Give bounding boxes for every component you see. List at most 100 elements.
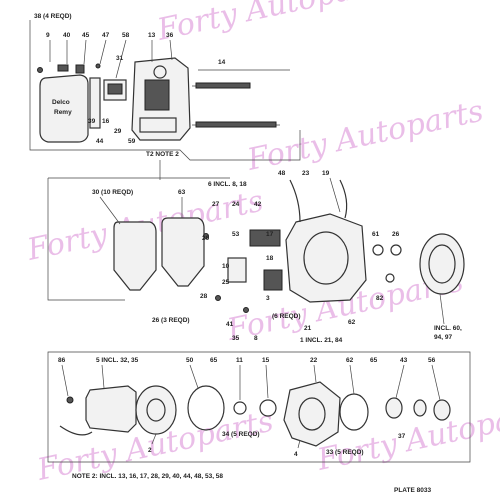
- regulator-terminal-part: [107, 83, 123, 95]
- watermark-text-1: Forty Autoparts: [153, 0, 396, 48]
- label-1-incl: 1 INCL. 21, 84: [300, 337, 343, 344]
- spacer-part: [89, 77, 101, 129]
- label-22: 22: [310, 357, 318, 364]
- slip-ring-end-frame-part: [283, 381, 341, 447]
- label-23: 23: [302, 170, 310, 177]
- delco-text: Delco: [52, 99, 70, 106]
- pulley-nut-part: [433, 399, 451, 421]
- label-15: 15: [262, 357, 270, 364]
- label-3: 3: [266, 295, 270, 302]
- top-labels: 38 (4 REQD) 9 40 45 47 58 13 36 14 31 39…: [34, 13, 226, 158]
- bearing-race-part: [259, 399, 277, 417]
- screw-c-part: [215, 295, 221, 301]
- through-bolt-lower-part: [195, 121, 277, 128]
- washer-c-part: [385, 273, 395, 283]
- bridge-part: [139, 117, 177, 133]
- label-19: 19: [322, 170, 330, 177]
- label-10: 10: [222, 263, 230, 270]
- stator-ring-inner-part: [428, 244, 456, 284]
- top-assembly: Delco Remy: [29, 20, 301, 180]
- label-42: 42: [254, 201, 262, 208]
- brush-plate-left-part: [113, 221, 157, 291]
- frame-bore-part: [303, 231, 349, 285]
- label-50: 50: [186, 357, 194, 364]
- label-45: 45: [82, 32, 90, 39]
- label-41: 41: [226, 321, 234, 328]
- diode-pack-part: [263, 269, 283, 291]
- label-17: 17: [266, 231, 274, 238]
- label-2: 2: [148, 447, 152, 454]
- label-20: 20: [202, 235, 210, 242]
- label-36: 36: [166, 32, 174, 39]
- label-28: 28: [200, 293, 208, 300]
- label-8: 8: [254, 335, 258, 342]
- label-11: 11: [236, 357, 243, 364]
- gasket-part: [57, 64, 69, 72]
- through-bolt-upper-part: [195, 82, 251, 89]
- seal-ring-part: [187, 385, 225, 431]
- bottom-labels: 86 5 INCL. 32, 35 50 65 11 15 22 62 65 4…: [58, 357, 441, 458]
- plate-number: PLATE 8033: [394, 487, 431, 494]
- label-61: 61: [372, 231, 380, 238]
- bearing-b-part: [385, 397, 403, 419]
- middle-assembly: [47, 177, 465, 313]
- label-40: 40: [63, 32, 71, 39]
- label-35: 35: [232, 335, 240, 342]
- label-16: 16: [102, 118, 110, 125]
- label-26-qty: 26 (3 REQD): [152, 317, 190, 324]
- label-29: 29: [114, 128, 122, 135]
- label-33-qty: 33 (5 REQD): [326, 449, 364, 456]
- label-13: 13: [148, 32, 156, 39]
- label-21: 21: [304, 325, 312, 332]
- washer-a-part: [372, 244, 384, 256]
- nut-part: [75, 64, 85, 74]
- wire-lead-part: [289, 179, 301, 223]
- label-63: 63: [178, 189, 186, 196]
- middle-labels: 30 (10 REQD) 63 6 INCL. 8, 18 27 24 42 4…: [92, 170, 462, 344]
- terminal-stud-part: [153, 65, 167, 79]
- label-47: 47: [102, 32, 110, 39]
- bearing-part: [66, 396, 74, 404]
- label-44: 44: [96, 138, 104, 145]
- label-65-a: 65: [210, 357, 218, 364]
- brush-plate-right-part: [161, 217, 205, 287]
- label-59: 59: [128, 138, 136, 145]
- label-25: 25: [222, 279, 230, 286]
- end-cover-part: [39, 74, 89, 143]
- label-82: 82: [376, 295, 384, 302]
- wire-lead-2-part: [339, 179, 348, 219]
- label-4: 4: [294, 451, 298, 458]
- label-18: 18: [266, 255, 274, 262]
- label-30-qty: 30 (10 REQD): [92, 189, 133, 196]
- spacer-b-part: [413, 399, 427, 417]
- fan-part: [135, 385, 177, 435]
- label-56: 56: [428, 357, 436, 364]
- label-27: 27: [212, 201, 220, 208]
- label-incl-60b: 94, 97: [434, 334, 452, 341]
- screw-part: [37, 67, 43, 73]
- label-5-incl: 5 INCL. 32, 35: [96, 357, 139, 364]
- washer-d-part: [233, 401, 247, 415]
- label-37: 37: [398, 433, 406, 440]
- bracket-part: [249, 229, 281, 247]
- fan-hub-part: [146, 398, 166, 422]
- label-65-b: 65: [370, 357, 378, 364]
- remy-text: Remy: [54, 109, 72, 116]
- label-9: 9: [46, 32, 50, 39]
- label-14: 14: [218, 59, 226, 66]
- label-62-b: 62: [346, 357, 354, 364]
- terminal-block-part: [227, 257, 247, 283]
- label-inner-qty: (6 REQD): [272, 313, 301, 320]
- label-31: 31: [116, 55, 124, 62]
- lead-wire-part: [59, 425, 93, 436]
- label-39: 39: [88, 118, 96, 125]
- label-34-qty: 34 (5 REQD): [222, 431, 260, 438]
- screw-b-part: [203, 233, 209, 239]
- frame-hub-part: [298, 397, 326, 431]
- label-86: 86: [58, 357, 66, 364]
- gasket-b-part: [339, 393, 369, 431]
- washer-b-part: [390, 244, 402, 256]
- label-48: 48: [278, 170, 286, 177]
- label-6-incl: 6 INCL. 8, 18: [208, 181, 247, 188]
